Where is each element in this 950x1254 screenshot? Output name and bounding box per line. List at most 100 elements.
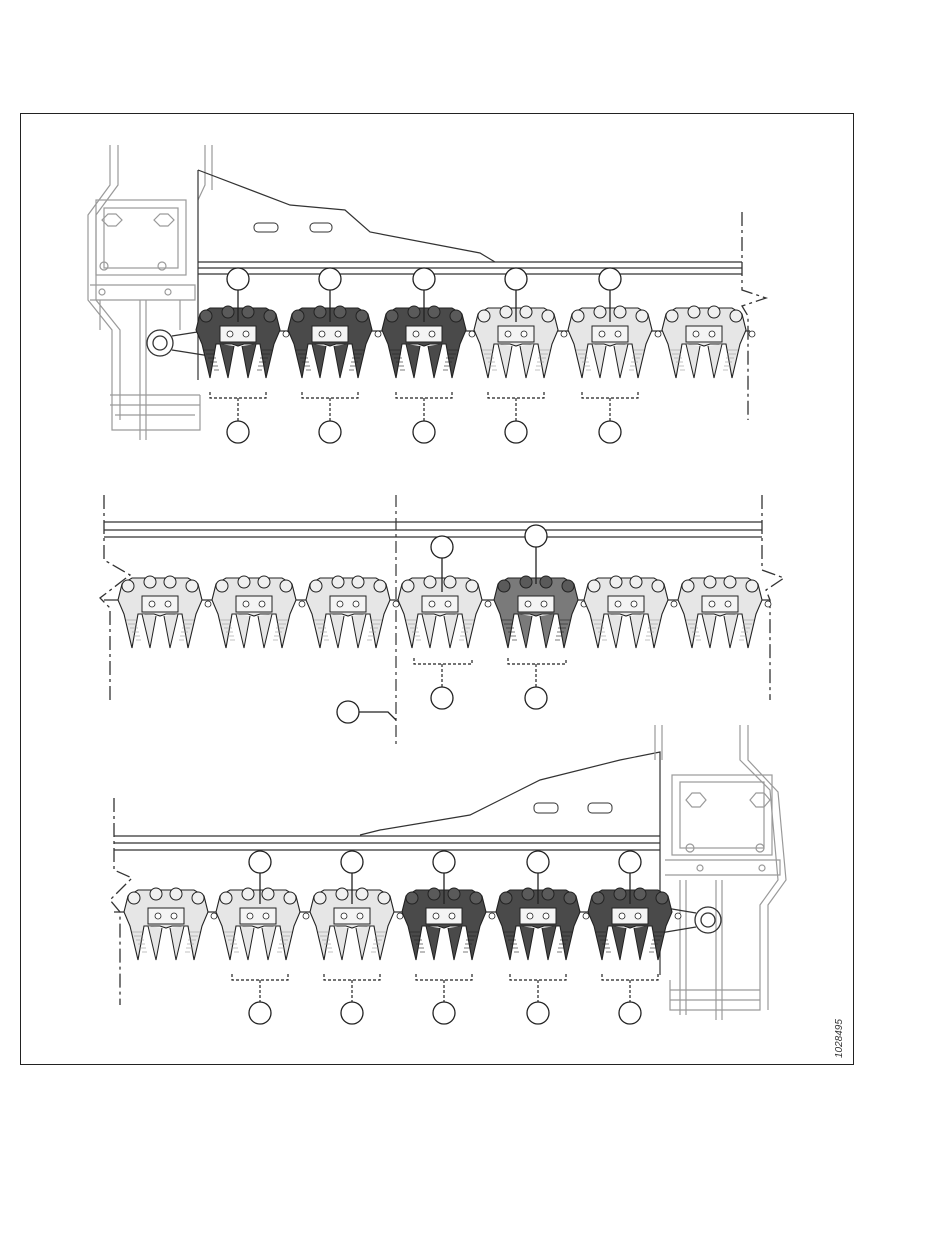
plate-nut: [615, 331, 621, 337]
callout-circle: [319, 421, 341, 443]
guard-bolt: [500, 892, 512, 904]
knife-guard: [398, 576, 491, 648]
plate-nut: [165, 601, 171, 607]
guard-bolt: [216, 580, 228, 592]
guard-bolt: [572, 310, 584, 322]
hold-down-plate: [608, 596, 644, 612]
slot-hole: [534, 803, 558, 813]
knife-bolt: [489, 913, 495, 919]
guard-points: [520, 926, 556, 960]
hold-down-plate: [406, 326, 442, 342]
knife-bolt: [211, 913, 217, 919]
center-split-panel: [100, 495, 784, 748]
guard-row: [196, 306, 755, 378]
knife-bolt: [749, 331, 755, 337]
knife-bolt: [375, 331, 381, 337]
figure-id-label: 1028495: [834, 1019, 845, 1058]
plate-nut: [171, 913, 177, 919]
guard-bolt: [730, 310, 742, 322]
guard-bolt: [222, 306, 234, 318]
knife-guard: [584, 576, 677, 648]
plate-nut: [413, 331, 419, 337]
guard-points: [608, 614, 644, 648]
guard-bolt: [258, 576, 270, 588]
hold-down-plate: [422, 596, 458, 612]
hold-down-plate: [220, 326, 256, 342]
guard-bolt: [540, 576, 552, 588]
guard-bolt: [466, 580, 478, 592]
guard-bolt: [262, 888, 274, 900]
guard-bolt: [444, 576, 456, 588]
guard-bolt: [428, 888, 440, 900]
callout-circle: [525, 687, 547, 709]
callout-circle: [319, 268, 341, 290]
break-line: [762, 495, 784, 700]
guard-bolt: [594, 306, 606, 318]
guard-bolt: [470, 892, 482, 904]
slot-hole: [310, 223, 332, 232]
guard-bolt: [406, 892, 418, 904]
group-bracket: [508, 658, 566, 687]
guard-bolt: [220, 892, 232, 904]
guard-bolt: [292, 310, 304, 322]
guard-bolt: [636, 310, 648, 322]
hold-down-plate: [612, 908, 648, 924]
hold-down-plate: [520, 908, 556, 924]
guard-bolt: [164, 576, 176, 588]
plate-nut: [429, 331, 435, 337]
knife-guard: [288, 306, 381, 378]
callout-circle: [619, 1002, 641, 1024]
callout-circle: [227, 268, 249, 290]
guard-bolt: [542, 310, 554, 322]
plate-nut: [149, 601, 155, 607]
plate-nut: [353, 601, 359, 607]
plate-nut: [521, 331, 527, 337]
guard-points: [518, 614, 554, 648]
guard-points: [240, 926, 276, 960]
knife-bolt: [397, 913, 403, 919]
guard-bolt: [150, 888, 162, 900]
knife-guard: [588, 888, 681, 960]
guard-bolt: [614, 888, 626, 900]
plate-nut: [615, 601, 621, 607]
left-end-bolts: [99, 214, 174, 295]
slot-hole: [254, 223, 278, 232]
callout-circle: [433, 851, 455, 873]
guard-bolt: [522, 888, 534, 900]
hold-down-plate: [498, 326, 534, 342]
group-bracket: [396, 392, 452, 421]
guard-bolt: [614, 306, 626, 318]
guard-bolt: [264, 310, 276, 322]
hold-down-plate: [702, 596, 738, 612]
plate-nut: [709, 601, 715, 607]
plate-nut: [505, 331, 511, 337]
guard-bolt: [724, 576, 736, 588]
callout-circle: [505, 268, 527, 290]
guard-points: [312, 344, 348, 378]
knife-guard: [310, 888, 403, 960]
hold-down-plate: [312, 326, 348, 342]
knife-bolt: [205, 601, 211, 607]
callout-circle: [599, 421, 621, 443]
plate-nut: [263, 913, 269, 919]
callout-circle: [433, 1002, 455, 1024]
guard-points: [142, 614, 178, 648]
guard-bolt: [402, 580, 414, 592]
plate-nut: [247, 913, 253, 919]
knife-bolt: [299, 601, 305, 607]
guard-bolt: [542, 888, 554, 900]
plate-nut: [259, 601, 265, 607]
guard-bolt: [500, 306, 512, 318]
guard-bolt: [128, 892, 140, 904]
guard-bolt: [688, 306, 700, 318]
plate-nut: [429, 601, 435, 607]
callout-circle: [527, 1002, 549, 1024]
group-bracket: [582, 392, 638, 421]
callout-circle: [431, 687, 453, 709]
break-line: [742, 212, 766, 420]
knife-guard: [216, 888, 309, 960]
plate-nut: [527, 913, 533, 919]
callout-circle: [527, 851, 549, 873]
guard-points: [148, 926, 184, 960]
